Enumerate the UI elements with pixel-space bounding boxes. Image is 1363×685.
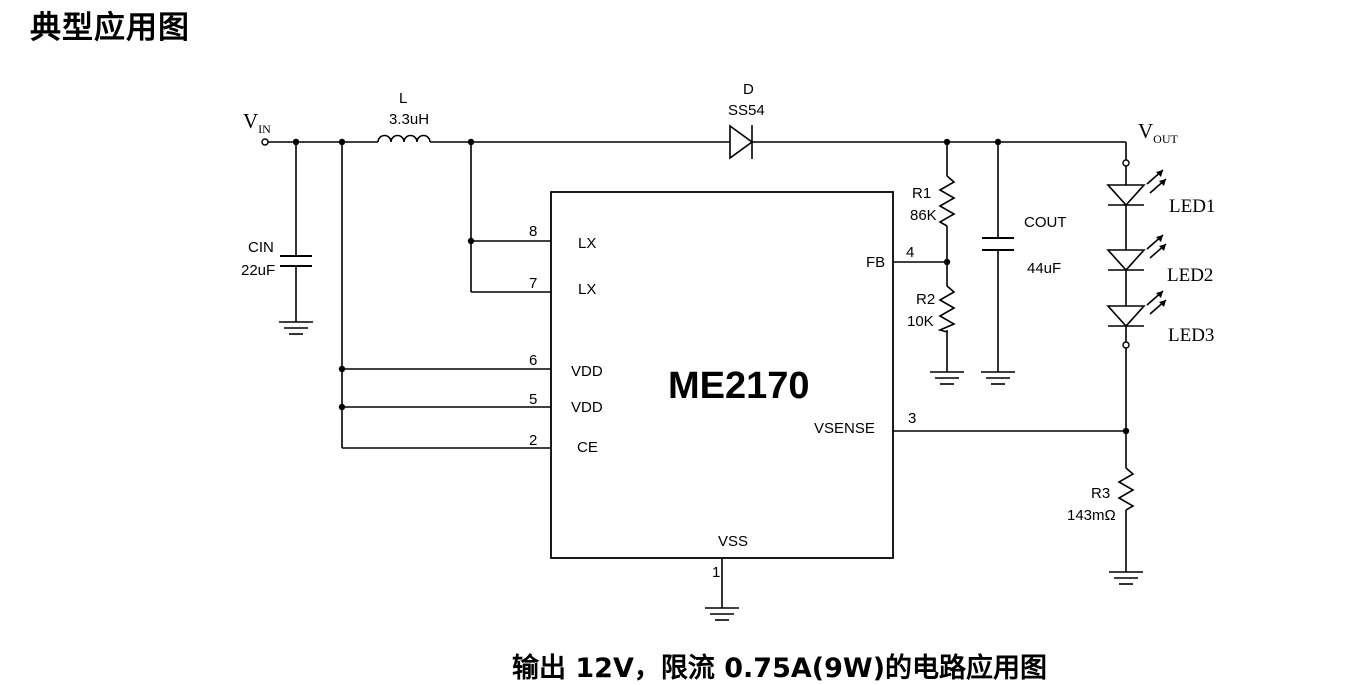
diode-name: D	[743, 81, 754, 98]
led3-name: LED3	[1168, 325, 1214, 346]
r1-value: 86K	[910, 207, 937, 224]
pin-number-8: 8	[529, 223, 537, 240]
led2-name: LED2	[1167, 265, 1213, 286]
ground-symbol-r2	[930, 371, 964, 385]
ground-symbol-r3	[1109, 571, 1143, 585]
r3-resistor-symbol	[1117, 467, 1135, 511]
vin-terminal	[261, 138, 269, 146]
r2-value: 10K	[907, 313, 934, 330]
inductor-value: 3.3uH	[389, 111, 429, 128]
pin-number-7: 7	[529, 275, 537, 292]
r1-name: R1	[912, 185, 931, 202]
r3-value: 143mΩ	[1067, 507, 1116, 524]
diode-symbol	[729, 124, 754, 160]
pin-label-ce: CE	[577, 439, 598, 456]
pin-number-5: 5	[529, 391, 537, 408]
junction-dots	[292, 138, 1130, 435]
chip-body	[550, 191, 894, 559]
pin-label-lx-8: LX	[578, 235, 596, 252]
pin-number-1: 1	[712, 564, 720, 581]
r2-resistor-symbol	[937, 285, 956, 333]
pin-number-4: 4	[906, 244, 914, 261]
pin-number-3: 3	[908, 410, 916, 427]
inductor-symbol	[377, 134, 431, 143]
ground-symbol-vss	[705, 607, 739, 621]
r3-name: R3	[1091, 485, 1110, 502]
cin-capacitor-symbol	[280, 255, 312, 267]
cin-name: CIN	[248, 239, 274, 256]
pin-label-vdd-6: VDD	[571, 363, 603, 380]
ground-symbol-cout	[981, 371, 1015, 385]
pin-number-6: 6	[529, 352, 537, 369]
vout-label: VOUT	[1138, 119, 1179, 146]
cout-capacitor-symbol	[982, 237, 1014, 251]
cin-value: 22uF	[241, 262, 275, 279]
vin-label: VIN	[243, 109, 271, 136]
led2-symbol	[1106, 234, 1167, 272]
pin-label-fb: FB	[866, 254, 885, 271]
r1-resistor-symbol	[938, 175, 956, 227]
r2-name: R2	[916, 291, 935, 308]
wires	[268, 141, 1127, 608]
inductor-name: L	[399, 90, 407, 107]
vout-terminal	[1122, 159, 1130, 167]
led-string-terminal	[1122, 341, 1130, 349]
pin-label-vss: VSS	[718, 533, 748, 550]
pin-label-vdd-5: VDD	[571, 399, 603, 416]
led1-name: LED1	[1169, 196, 1215, 217]
diagram-caption: 输出 12V，限流 0.75A(9W)的电路应用图	[512, 653, 1048, 684]
led1-symbol	[1106, 169, 1167, 207]
pin-label-lx-7: LX	[578, 281, 596, 298]
page-title: 典型应用图	[30, 10, 190, 46]
led3-symbol	[1106, 290, 1167, 328]
pin-number-2: 2	[529, 432, 537, 449]
pin-label-vsense: VSENSE	[814, 420, 875, 437]
cout-value: 44uF	[1027, 260, 1061, 277]
chip-name: ME2170	[668, 365, 810, 407]
diode-value: SS54	[728, 102, 765, 119]
cout-name: COUT	[1024, 214, 1067, 231]
ground-symbol-cin	[279, 321, 313, 335]
